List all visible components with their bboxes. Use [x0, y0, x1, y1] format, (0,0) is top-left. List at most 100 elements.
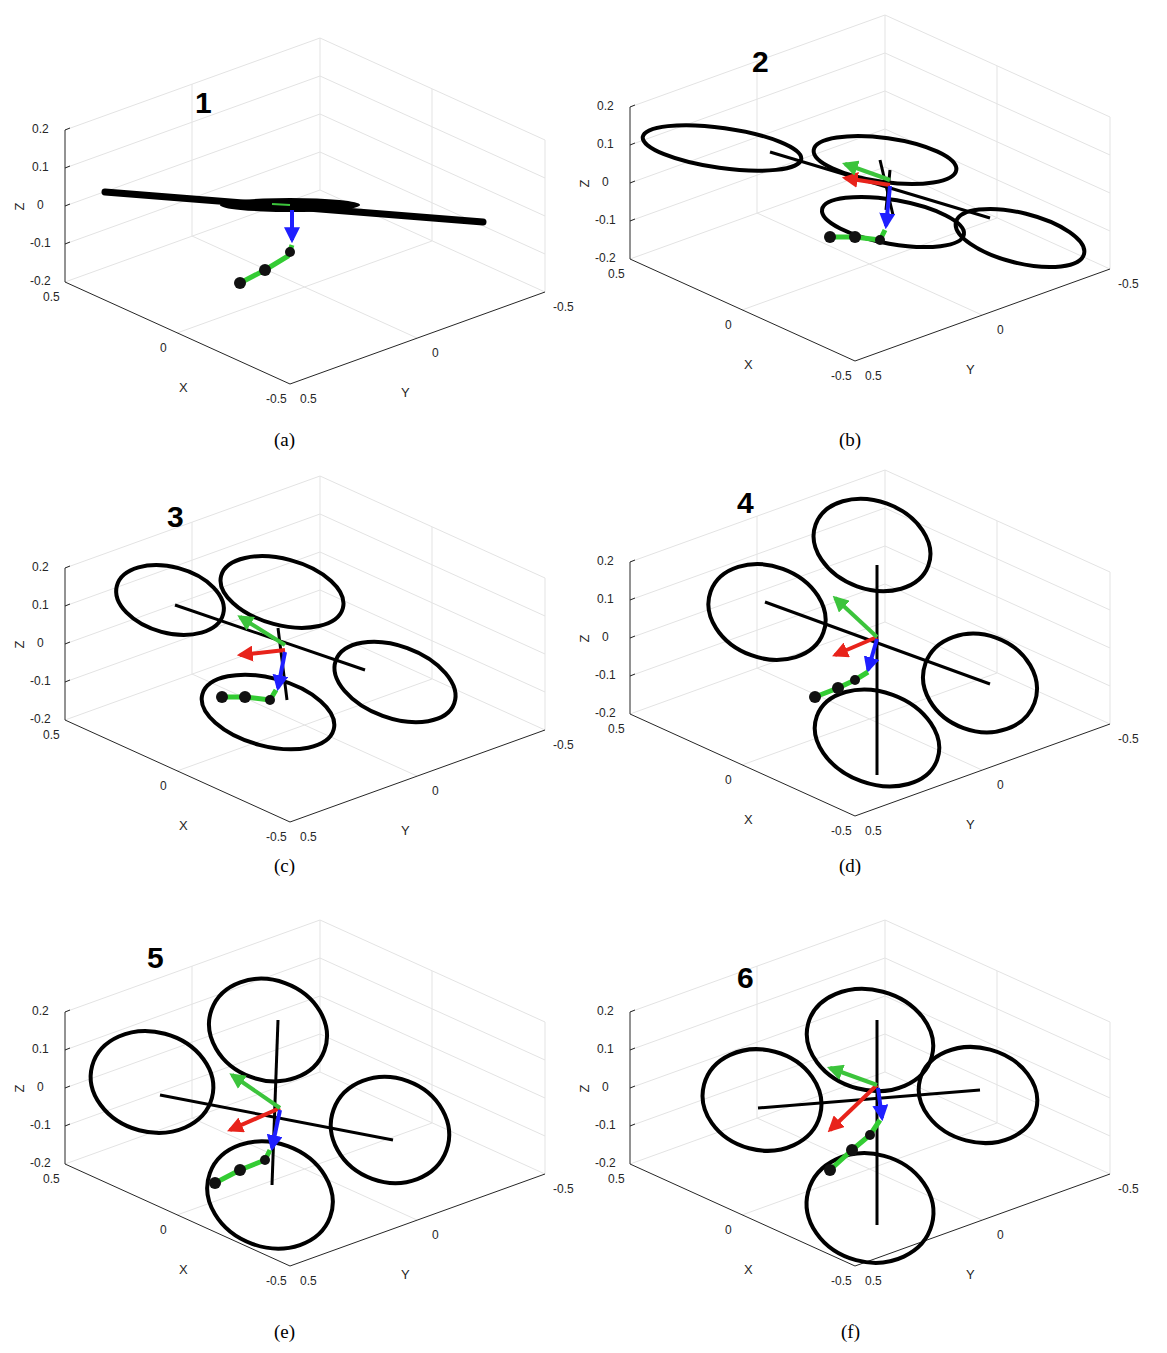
axis-label: Z	[578, 179, 593, 187]
y-tick-label: 0	[997, 324, 1004, 338]
axis-label: Z	[578, 634, 593, 642]
x-tick-label: 0	[725, 774, 732, 788]
z-tick-label: 0	[37, 1081, 44, 1095]
quadrotor-a	[105, 192, 483, 289]
y-tick-label: -0.5	[553, 1183, 574, 1197]
y-tick-label: 0	[997, 1229, 1004, 1243]
panel-number: 4	[737, 486, 754, 521]
z-tick-label: -0.2	[30, 713, 51, 727]
subfigure-caption: (d)	[839, 855, 861, 877]
z-tick-label: 0.2	[597, 555, 614, 569]
x-tick-label: -0.5	[831, 1275, 852, 1289]
axis-label: Z	[578, 1084, 593, 1092]
z-tick-label: -0.1	[30, 675, 51, 689]
z-tick-label: -0.2	[595, 252, 616, 266]
y-tick-label: -0.5	[1118, 278, 1139, 292]
y-tick-label: 0	[432, 785, 439, 799]
y-tick-label: -0.5	[1118, 733, 1139, 747]
z-tick-label: 0.1	[32, 161, 49, 175]
axis-label: Z	[13, 1084, 28, 1092]
axis-label: Y	[966, 818, 975, 833]
z-tick-label: -0.1	[30, 237, 51, 251]
axis-label: X	[744, 1263, 753, 1278]
subfigure-caption: (a)	[274, 429, 295, 451]
z-tick-label: -0.2	[30, 275, 51, 289]
y-tick-label: 0	[997, 779, 1004, 793]
z-tick-label: 0.2	[32, 123, 49, 137]
axis-label: X	[179, 1263, 188, 1278]
z-tick-label: 0.2	[32, 561, 49, 575]
z-tick-label: 0.2	[32, 1005, 49, 1019]
quadrotor-e	[79, 962, 464, 1265]
axis-label: Y	[401, 386, 410, 401]
z-tick-label: -0.1	[30, 1119, 51, 1133]
x-tick-label: 0	[160, 342, 167, 356]
quadrotor-f	[691, 975, 1048, 1277]
z-tick-label: -0.2	[595, 707, 616, 721]
panel-number: 1	[195, 86, 212, 121]
y-tick-label: 0.5	[865, 370, 882, 384]
panel-number: 2	[752, 45, 769, 80]
x-tick-label: -0.5	[266, 1275, 287, 1289]
z-tick-label: 0	[602, 1081, 609, 1095]
x-tick-label: -0.5	[266, 393, 287, 407]
x-tick-label: 0.5	[43, 291, 60, 305]
x-tick-label: -0.5	[831, 370, 852, 384]
axis-label: Y	[966, 1268, 975, 1283]
x-tick-label: 0	[160, 1224, 167, 1238]
quadrotor-d	[695, 483, 1051, 803]
z-tick-label: 0.1	[597, 138, 614, 152]
z-tick-label: -0.1	[595, 214, 616, 228]
z-tick-label: -0.2	[30, 1157, 51, 1171]
z-tick-label: 0	[37, 637, 44, 651]
subfigure-caption: (e)	[274, 1321, 295, 1343]
z-tick-label: 0	[602, 631, 609, 645]
x-tick-label: -0.5	[266, 831, 287, 845]
panel-number: 5	[147, 941, 164, 976]
subfigure-caption: (f)	[841, 1321, 860, 1343]
z-tick-label: 0.1	[597, 593, 614, 607]
quadrotor-c	[108, 544, 466, 763]
x-tick-label: 0.5	[43, 1173, 60, 1187]
x-tick-label: 0.5	[608, 1173, 625, 1187]
x-tick-label: 0	[725, 1224, 732, 1238]
axis-label: Z	[13, 640, 28, 648]
y-tick-label: -0.5	[553, 301, 574, 315]
axis-label: Z	[13, 202, 28, 210]
y-tick-label: 0.5	[300, 1275, 317, 1289]
axis-label: Y	[966, 363, 975, 378]
z-tick-label: -0.1	[595, 669, 616, 683]
subfigure-caption: (c)	[274, 855, 295, 877]
axis-box	[65, 15, 1110, 1266]
z-tick-label: 0.1	[32, 599, 49, 613]
y-tick-label: -0.5	[1118, 1183, 1139, 1197]
z-tick-label: -0.1	[595, 1119, 616, 1133]
y-tick-label: 0	[432, 1229, 439, 1243]
axis-label: Y	[401, 1268, 410, 1283]
x-tick-label: 0.5	[608, 268, 625, 282]
axis-label: X	[179, 381, 188, 396]
x-tick-label: 0	[160, 780, 167, 794]
y-tick-label: 0.5	[300, 831, 317, 845]
panel-number: 6	[737, 961, 754, 996]
z-tick-label: 0	[37, 199, 44, 213]
axis-label: X	[179, 819, 188, 834]
axis-label: Y	[401, 824, 410, 839]
x-tick-label: 0.5	[608, 723, 625, 737]
y-tick-label: 0.5	[865, 825, 882, 839]
subfigure-caption: (b)	[839, 429, 861, 451]
x-tick-label: 0.5	[43, 729, 60, 743]
z-tick-label: 0	[602, 176, 609, 190]
x-tick-label: 0	[725, 319, 732, 333]
quadrotor-b	[640, 117, 1090, 278]
axis-label: X	[744, 813, 753, 828]
z-tick-label: 0.1	[597, 1043, 614, 1057]
z-tick-label: 0.2	[597, 100, 614, 114]
y-tick-label: 0.5	[300, 393, 317, 407]
panel-number: 3	[167, 500, 184, 535]
axis-label: X	[744, 358, 753, 373]
y-tick-label: 0.5	[865, 1275, 882, 1289]
z-tick-label: 0.2	[597, 1005, 614, 1019]
y-tick-label: 0	[432, 347, 439, 361]
y-tick-label: -0.5	[553, 739, 574, 753]
